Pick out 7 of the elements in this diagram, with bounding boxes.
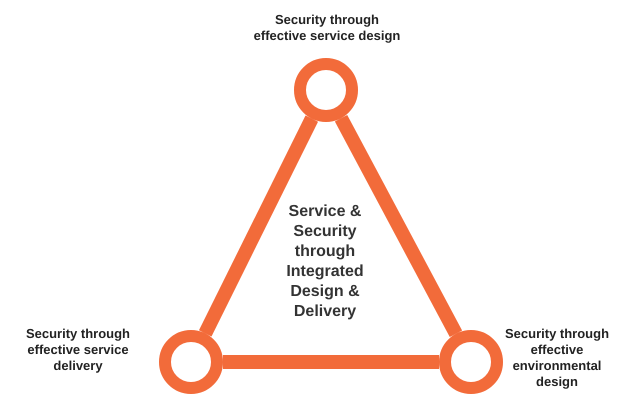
- node-label: Security through effective service delivery: [24, 326, 131, 374]
- node-label: Security through effective service design: [252, 12, 402, 44]
- connector-line: [334, 114, 462, 338]
- connector-line: [223, 355, 439, 369]
- center-label: Service & Security through Integrated Design & Delivery: [285, 202, 365, 322]
- connector-line: [198, 116, 318, 336]
- node-label: Security through effective environmental design: [505, 326, 609, 390]
